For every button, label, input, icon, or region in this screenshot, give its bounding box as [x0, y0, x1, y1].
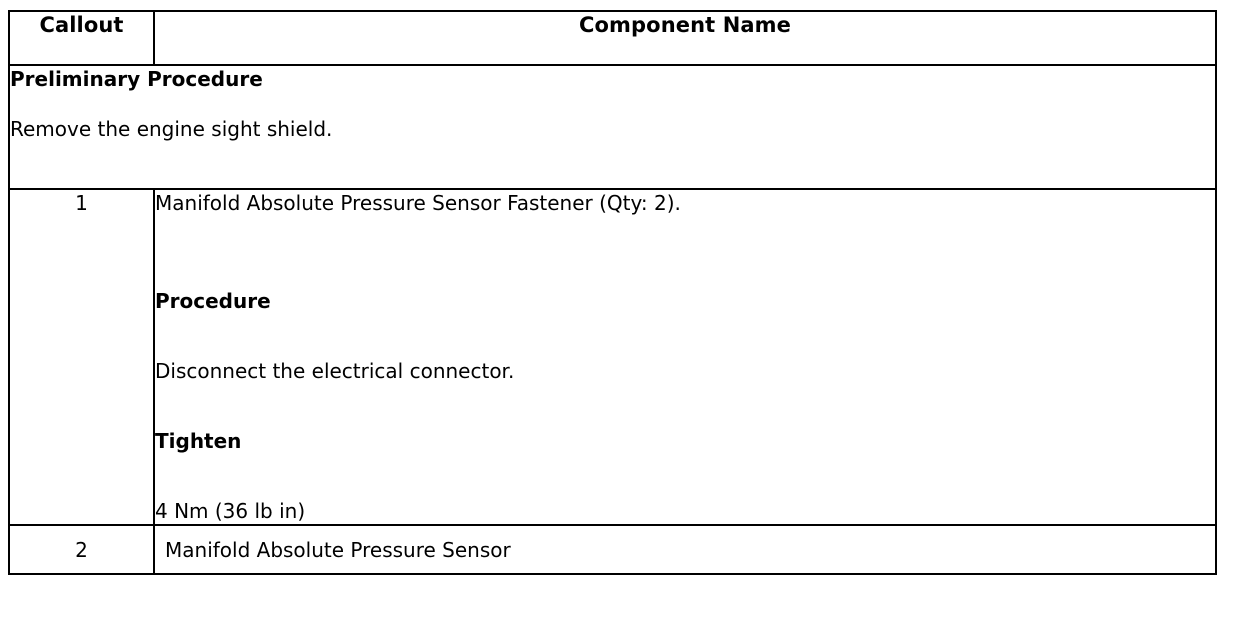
procedure-heading-1: Procedure	[155, 289, 271, 313]
content-spacer	[155, 454, 1215, 498]
table-row: 2 Manifold Absolute Pressure Sensor	[8, 524, 1217, 575]
component-name-2: Manifold Absolute Pressure Sensor	[153, 524, 1217, 575]
content-spacer	[155, 384, 1215, 428]
callout-number-2: 2	[8, 524, 155, 575]
component-callout-table: Callout Component Name Preliminary Proce…	[8, 10, 1217, 575]
component-detail-cell-1: Manifold Absolute Pressure Sensor Fasten…	[153, 188, 1217, 526]
preliminary-procedure-text: Remove the engine sight shield.	[10, 117, 333, 141]
preliminary-procedure-row: Preliminary Procedure Remove the engine …	[8, 64, 1217, 190]
table-row: 1 Manifold Absolute Pressure Sensor Fast…	[8, 188, 1217, 526]
callout-number-1: 1	[8, 188, 155, 526]
content-spacer	[155, 216, 1215, 288]
column-header-component-name: Component Name	[153, 10, 1217, 66]
procedure-text-1: Disconnect the electrical connector.	[155, 359, 515, 383]
tighten-heading-1: Tighten	[155, 429, 242, 453]
table-header-row: Callout Component Name	[8, 10, 1217, 66]
tighten-value-1: 4 Nm (36 lb in)	[155, 499, 306, 523]
preliminary-procedure-heading: Preliminary Procedure	[10, 67, 263, 91]
content-spacer	[155, 314, 1215, 358]
component-name-1: Manifold Absolute Pressure Sensor Fasten…	[155, 191, 681, 215]
column-header-callout: Callout	[8, 10, 155, 66]
preliminary-spacer	[10, 92, 1215, 116]
preliminary-procedure-cell: Preliminary Procedure Remove the engine …	[8, 64, 1217, 190]
